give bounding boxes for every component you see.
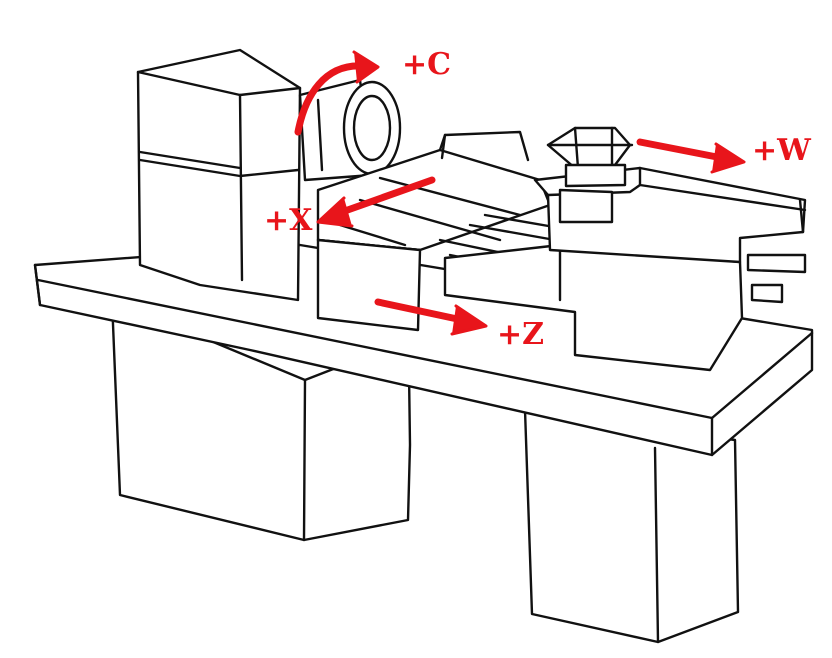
z-arrow: [374, 298, 466, 324]
tool-post-nut: [546, 126, 634, 188]
z-arrowhead: [450, 304, 488, 336]
axis-label-z: +Z: [497, 317, 545, 352]
spindle-chuck: [298, 78, 402, 182]
c-arrowhead: [352, 50, 380, 84]
x-arrow: [338, 176, 436, 216]
tailstock: [443, 166, 807, 372]
axis-label-w: +W: [752, 133, 811, 168]
axis-label-x: +X: [264, 203, 313, 238]
axis-label-c: +C: [402, 47, 452, 82]
axis-arrows: [294, 50, 746, 336]
w-arrow: [636, 138, 726, 162]
w-arrowhead: [710, 142, 746, 174]
c-arrow: [294, 62, 366, 136]
x-arrowhead: [316, 196, 354, 228]
headstock: [136, 48, 302, 302]
machine-bed: [33, 243, 814, 457]
